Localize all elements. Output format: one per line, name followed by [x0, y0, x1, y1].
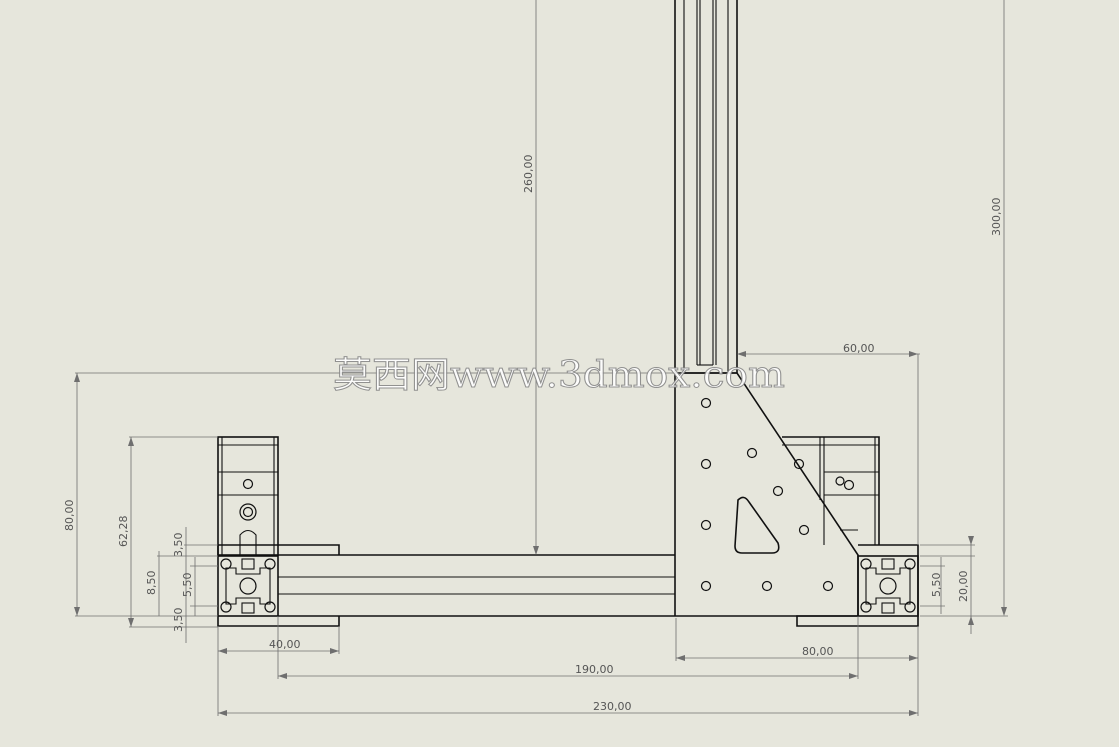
left-foot [217, 436, 279, 556]
vertical-profile [674, 0, 738, 616]
dim-3-50-top: 3,50 [172, 533, 185, 558]
dim-300: 300,00 [990, 198, 1003, 237]
dim-5-50-right: 5,50 [930, 573, 943, 598]
dim-80-vertical: 80,00 [63, 500, 76, 532]
dim-80-horizontal: 80,00 [802, 645, 834, 658]
left-profile-section [217, 555, 279, 617]
dim-62-28: 62,28 [117, 516, 130, 548]
dim-260: 260,00 [522, 155, 535, 194]
dim-20: 20,00 [957, 571, 970, 603]
horizontal-profile [217, 544, 675, 627]
dim-5-50-left: 5,50 [181, 573, 194, 598]
dim-3-50-bottom: 3,50 [172, 608, 185, 633]
dim-40: 40,00 [269, 638, 301, 651]
dim-190: 190,00 [575, 663, 614, 676]
watermark: 莫西网www.3dmox.com [333, 355, 785, 396]
dim-230: 230,00 [593, 700, 632, 713]
dimension-arrows [74, 351, 1007, 716]
dimension-lines [75, 0, 1008, 716]
dim-8-50: 8,50 [145, 571, 158, 596]
right-foot [782, 436, 880, 545]
dim-60: 60,00 [843, 342, 875, 355]
dimension-labels: 260,00 300,00 60,00 80,00 62,28 3,50 8,5… [63, 155, 1003, 714]
right-profile-section [796, 544, 919, 627]
